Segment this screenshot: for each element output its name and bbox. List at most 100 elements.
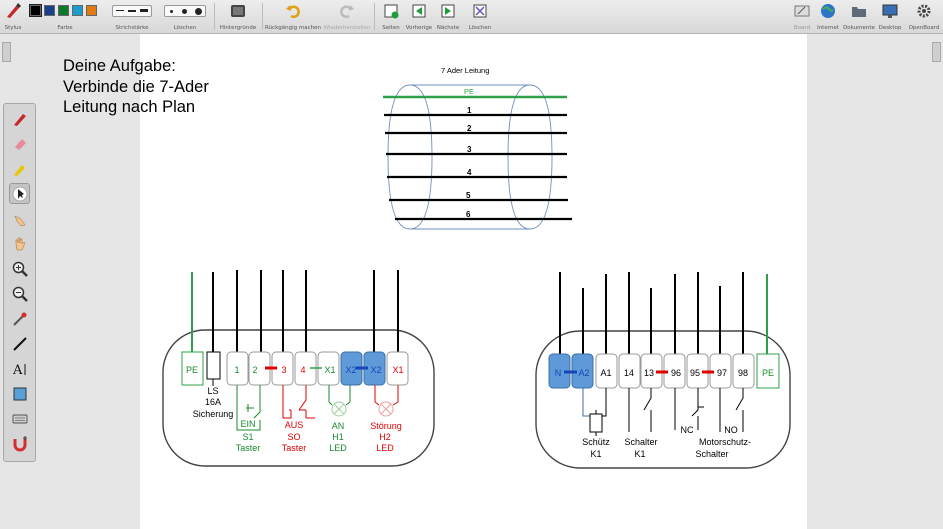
h1-lamp-icon <box>331 401 347 417</box>
wire-label-4: 4 <box>467 168 472 177</box>
previous-page-button[interactable]: Vorherige <box>405 0 433 33</box>
terminal-a1-label: A1 <box>600 368 612 378</box>
previous-page-icon <box>409 2 429 20</box>
library-toggle-right[interactable] <box>932 42 941 62</box>
capture-tool[interactable] <box>9 383 30 404</box>
terminal-pe-right[interactable] <box>756 353 780 389</box>
text-icon: A <box>12 363 25 377</box>
nc-label: NC <box>680 425 694 435</box>
ls-label: LS <box>207 386 219 396</box>
line-tool[interactable] <box>9 333 30 354</box>
next-page-button[interactable]: Nächste <box>434 0 462 33</box>
motor-protection-label-1: Motorschutz- <box>698 437 751 447</box>
zoom-in-tool[interactable] <box>9 258 30 279</box>
so-label: SO <box>287 432 301 442</box>
color-swatch-cyan[interactable] <box>72 5 83 16</box>
h2-lamp-icon <box>378 401 394 417</box>
eraser-size-selector[interactable] <box>164 5 206 17</box>
capture-icon <box>13 387 26 400</box>
zoom-in-icon <box>12 261 28 277</box>
stroke-width-selector[interactable] <box>112 5 152 17</box>
zoom-out-tool[interactable] <box>9 283 30 304</box>
openboard-menu-button[interactable]: OpenBoard <box>905 0 943 33</box>
terminal-x1-h2-label: X1 <box>392 365 404 375</box>
terminal-1-label: 1 <box>234 365 240 375</box>
terminal-2-label: 2 <box>252 365 258 375</box>
color-swatch-blue[interactable] <box>44 5 55 16</box>
zoom-out-icon <box>12 286 28 302</box>
marker-icon <box>13 164 25 176</box>
terminal-13-label: 13 <box>643 368 654 378</box>
interact-tool[interactable] <box>9 208 30 229</box>
s1-type: Taster <box>235 443 261 453</box>
motor-protection-nc-symbol <box>674 388 704 430</box>
terminal-96-label: 96 <box>670 368 681 378</box>
switch-k1-label: K1 <box>634 449 646 459</box>
wire-label-3: 3 <box>467 145 472 154</box>
terminal-x2-h2-label: X2 <box>370 365 382 375</box>
desktop-mode-button[interactable]: Desktop <box>876 0 904 33</box>
so-button-symbol <box>282 385 315 419</box>
terminal-n-label: N <box>554 368 562 378</box>
hand-tool[interactable] <box>9 233 30 254</box>
delete-page-button[interactable]: Löschen <box>465 0 495 33</box>
pen-icon <box>13 113 26 126</box>
pages-button[interactable]: Seiten <box>377 0 405 33</box>
board-icon <box>792 2 812 20</box>
next-page-icon <box>438 2 458 20</box>
library-toggle-left[interactable] <box>2 42 11 62</box>
cable-sheath <box>387 84 553 230</box>
keyboard-icon <box>12 414 27 423</box>
color-swatch-black[interactable] <box>29 4 42 17</box>
internet-mode-button[interactable]: Internet <box>814 0 842 33</box>
board-mode-button[interactable]: Board <box>790 0 814 33</box>
task-line-3: Leitung nach Plan <box>63 98 196 116</box>
terminal-pe-right-label: PE <box>761 368 774 378</box>
folder-icon <box>849 2 869 20</box>
stylus-icon <box>3 2 23 20</box>
terminal-4-label: 4 <box>300 365 306 375</box>
laser-pointer-tool[interactable] <box>9 308 30 329</box>
selector-tool[interactable] <box>9 183 30 204</box>
terminal-x1-h1-label: X1 <box>324 365 336 375</box>
eraser-tool[interactable] <box>9 133 30 154</box>
magnet-tool[interactable] <box>9 433 30 454</box>
ls-rating: 16A <box>204 397 221 407</box>
redo-button[interactable]: Wiederherstellen <box>322 0 372 33</box>
no-label: NO <box>724 425 738 435</box>
terminal-pe[interactable] <box>181 351 204 386</box>
keyboard-tool[interactable] <box>9 408 30 429</box>
ls-name: Sicherung <box>192 409 234 419</box>
terminal-97-label: 97 <box>716 368 727 378</box>
text-tool[interactable]: A <box>9 358 30 379</box>
arrow-cursor-icon <box>12 186 27 201</box>
documents-mode-button[interactable]: Dokumente <box>843 0 875 33</box>
color-swatch-orange[interactable] <box>86 5 97 16</box>
stylus-button[interactable]: Stylus <box>0 0 26 33</box>
undo-button[interactable]: Rückgängig machen <box>264 0 322 33</box>
h2-stoerung-label: Störung <box>370 421 402 431</box>
s1-button-symbol <box>236 385 261 431</box>
color-swatch-green[interactable] <box>58 5 69 16</box>
terminal-14-label: 14 <box>623 368 634 378</box>
undo-icon <box>283 2 303 20</box>
gear-icon <box>914 2 934 20</box>
contactor-k1-label: K1 <box>590 449 602 459</box>
pen-tool[interactable] <box>9 108 30 129</box>
hand-icon <box>15 237 25 250</box>
wire-label-1: 1 <box>467 106 472 115</box>
wire-label-2: 2 <box>467 124 472 133</box>
h1-label: H1 <box>332 432 344 442</box>
globe-icon <box>818 2 838 20</box>
task-text: Deine Aufgabe: Verbinde die 7-Ader Leitu… <box>63 56 209 118</box>
eraser-size-group: Löschen <box>160 0 210 33</box>
wire-label-pe: PE <box>464 87 475 96</box>
marker-tool[interactable] <box>9 158 30 179</box>
toolbar-divider <box>214 3 215 30</box>
h2-type: LED <box>376 443 394 453</box>
backgrounds-button[interactable]: Hintergründe <box>216 0 260 33</box>
add-page-icon <box>381 2 401 20</box>
h1-an-label: AN <box>331 421 345 431</box>
